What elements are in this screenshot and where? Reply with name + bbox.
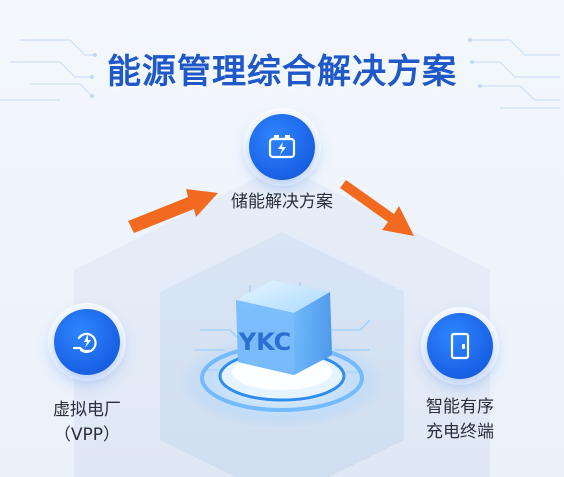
storage-node[interactable] bbox=[249, 114, 315, 180]
charger-icon bbox=[450, 332, 470, 360]
charging-node[interactable] bbox=[427, 313, 493, 379]
vpp-label-line1: 虚拟电厂 bbox=[53, 400, 121, 420]
page-title: 能源管理综合解决方案 bbox=[107, 52, 457, 92]
vpp-node[interactable] bbox=[54, 309, 120, 375]
battery-icon bbox=[268, 135, 296, 159]
vpp-label-line2: （VPP） bbox=[53, 425, 121, 445]
storage-label: 储能解决方案 bbox=[231, 192, 333, 212]
charging-label: 智能有序 充电终端 bbox=[400, 395, 520, 445]
vpp-label: 虚拟电厂 （VPP） bbox=[27, 398, 147, 448]
ykc-logo-text: YKC bbox=[238, 328, 292, 356]
charging-label-line2: 充电终端 bbox=[426, 422, 494, 442]
hand-power-icon bbox=[72, 332, 97, 353]
charging-label-line1: 智能有序 bbox=[426, 397, 494, 417]
arrow-left-to-top bbox=[128, 189, 218, 233]
arrow-top-to-right bbox=[340, 180, 414, 236]
